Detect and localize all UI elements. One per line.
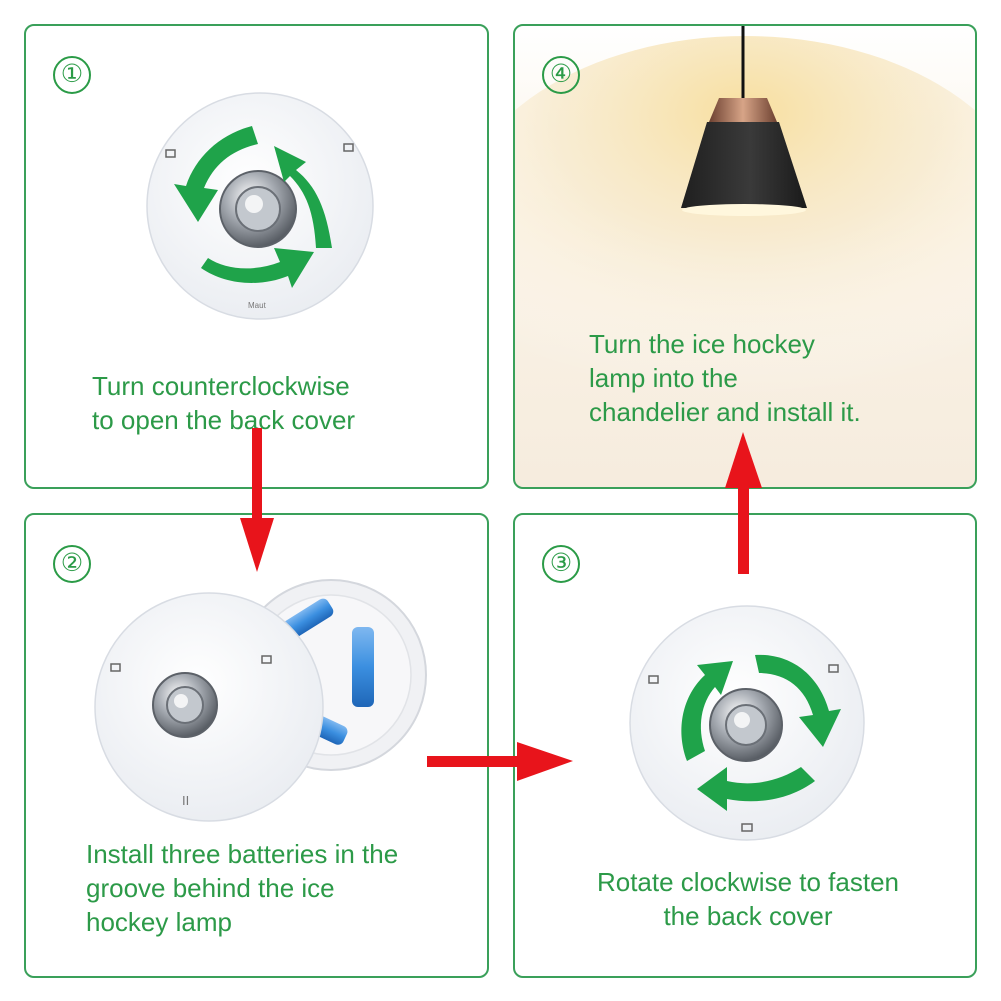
step-3-number: ③ [542, 545, 580, 583]
cover-slot-right [343, 143, 354, 152]
step-2-panel: ② [24, 513, 489, 978]
lamp-shade [681, 122, 807, 208]
step-2-number: ② [53, 545, 91, 583]
battery-2 [352, 627, 374, 707]
step-1-number: ① [53, 56, 91, 94]
cover-slot-right [828, 664, 839, 673]
step-1-line-2: to open the back cover [92, 405, 356, 435]
cover-slot-left [165, 149, 176, 158]
step-3-line-1: Rotate clockwise to fasten [596, 867, 900, 897]
lamp-cap [709, 98, 777, 122]
step-4-line-3: chandelier and install it. [589, 397, 861, 427]
step-4-number: ④ [542, 56, 580, 94]
counterclockwise-arrows [174, 126, 332, 288]
cover-label-mark: Maut [248, 301, 267, 310]
cover-slot-left [110, 663, 121, 672]
step-2-line-3: hockey lamp [86, 907, 232, 937]
cover-label-mark: II [182, 793, 189, 808]
step-1-panel: ① Maut Turn counterclockwise t [24, 24, 489, 489]
step-1-line-1: Turn counterclockwise [92, 371, 350, 401]
fasten-cover-illustration [629, 605, 865, 841]
step-2-line-1: Install three batteries in the [86, 839, 399, 869]
chandelier-illustration [515, 26, 975, 416]
cover-slot-left [648, 675, 659, 684]
flow-arrow-step1-to-step2 [240, 428, 274, 572]
step-3-caption: Rotate clockwise to fasten the back cove… [578, 865, 918, 933]
step-4-line-1: Turn the ice hockey [589, 329, 815, 359]
flow-arrow-step2-to-step3 [427, 742, 573, 781]
flow-arrow-step3-to-step4 [725, 432, 762, 574]
cover-slot-right [261, 655, 272, 664]
step-4-caption: Turn the ice hockey lamp into the chande… [589, 327, 861, 429]
step-2-caption: Install three batteries in the groove be… [86, 837, 398, 939]
back-cover-illustration: Maut [146, 92, 374, 320]
step-2-line-2: groove behind the ice [86, 873, 335, 903]
warm-light-glow [515, 36, 975, 416]
battery-install-illustration: II [94, 579, 427, 822]
step-4-line-2: lamp into the [589, 363, 738, 393]
cover-slot-bottom [741, 823, 753, 832]
step-4-panel: ④ Turn the ice hockey lamp into the chan… [513, 24, 977, 489]
clockwise-arrows [681, 654, 841, 811]
step-1-caption: Turn counterclockwise to open the back c… [92, 369, 355, 437]
step-3-panel: ③ Rotate clockwise to fasten [513, 513, 977, 978]
step-3-line-2: the back cover [663, 901, 833, 931]
